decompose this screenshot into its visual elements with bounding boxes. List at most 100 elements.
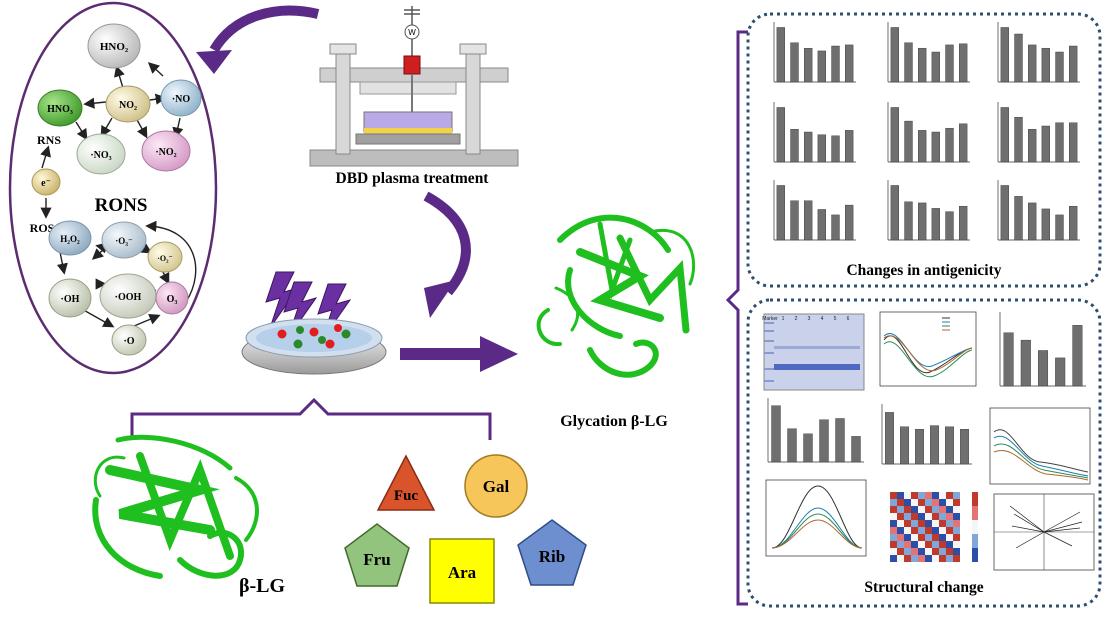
heatmap-cell (911, 520, 918, 527)
antigenicity-bar (1055, 51, 1064, 83)
heatmap-cell (904, 506, 911, 513)
heatmap-cell (897, 548, 904, 555)
heatmap-cell (897, 527, 904, 534)
structural-bar (1020, 339, 1031, 387)
antigenicity-charts (773, 22, 1080, 241)
fluorescence-spectrum (765, 479, 867, 557)
heatmap-cell (953, 527, 960, 534)
structural-bar (787, 428, 797, 463)
antigenicity-bar (945, 44, 954, 83)
species-o2-radical-label: ·O₂⁻ (157, 254, 173, 263)
heatmap-cell (911, 541, 918, 548)
surface-hydrophobicity-chart (767, 398, 864, 463)
structural-bar (1003, 332, 1014, 387)
structural-bar (1037, 350, 1049, 387)
heatmap-cell (904, 513, 911, 520)
beta-lg-protein (92, 434, 259, 579)
antigenicity-bar (890, 107, 899, 163)
heatmap-cell (939, 492, 946, 499)
heatmap-cell (953, 492, 960, 499)
heatmap-cell (953, 555, 960, 562)
structural-bar (945, 426, 954, 465)
colorbar-segment (972, 520, 978, 534)
antigenicity-bar (817, 209, 826, 241)
antigenicity-box (746, 12, 1102, 288)
structural-bar (900, 426, 909, 465)
heatmap-cell (932, 555, 939, 562)
heatmap-cell (897, 520, 904, 527)
heatmap-cell (890, 513, 897, 520)
heatmap-cell (911, 548, 918, 555)
heatmap-cell (904, 541, 911, 548)
heatmap-cell (918, 541, 925, 548)
antigenicity-bar (776, 27, 785, 83)
heatmap-cell (946, 499, 953, 506)
species-o: ·O (111, 324, 147, 356)
svg-text:W: W (408, 28, 416, 37)
heatmap-cell (890, 534, 897, 541)
petri-dish (241, 271, 387, 375)
heatmap-cell (911, 499, 918, 506)
heatmap-cell (904, 492, 911, 499)
structural-box (746, 298, 1102, 608)
heatmap-cell (946, 506, 953, 513)
heatmap-cell (925, 527, 932, 534)
heatmap-cell (932, 548, 939, 555)
colorbar-segment (972, 548, 978, 562)
sds-lane-label: 6 (847, 316, 850, 322)
heatmap-cell (925, 541, 932, 548)
species-hno3-label: HNO₃ (47, 104, 73, 115)
heatmap-cell (932, 520, 939, 527)
structural-bar (885, 412, 894, 465)
antigenicity-bar (959, 123, 968, 163)
heatmap-cell (953, 548, 960, 555)
species-o3-radical: ·O₃⁻ (101, 221, 147, 259)
heatmap-cell (953, 541, 960, 548)
sugar-gal: Gal (464, 454, 528, 518)
species-o2-radical: ·O₂⁻ (147, 241, 183, 273)
species-o3: O₃ (155, 281, 189, 315)
glycation-degree-chart (999, 312, 1086, 387)
correlation-heatmap (890, 492, 978, 562)
heatmap-cell (897, 513, 904, 520)
dbd-label: DBD plasma treatment (336, 170, 490, 187)
antigenicity-bar (959, 43, 968, 83)
heatmap-cell (925, 499, 932, 506)
heatmap-cell (932, 527, 939, 534)
antigenicity-chart (997, 102, 1080, 163)
heatmap-cell (918, 492, 925, 499)
heatmap-cell (918, 534, 925, 541)
heatmap-cell (939, 527, 946, 534)
sugar-rib: Rib (517, 519, 587, 586)
sugar-rib-label: Rib (539, 547, 565, 566)
antigenicity-bar (831, 45, 840, 83)
glycation-protein (536, 214, 696, 378)
heatmap-cell (918, 548, 925, 555)
antigenicity-chart (887, 22, 970, 83)
antigenicity-chart (773, 102, 856, 163)
sds-lane-label: 4 (821, 316, 824, 322)
heatmap-cell (953, 506, 960, 513)
heatmap-cell (953, 499, 960, 506)
antigenicity-bar (1028, 129, 1037, 163)
heatmap-cell (932, 541, 939, 548)
heatmap-cell (946, 548, 953, 555)
antigenicity-bar (1069, 122, 1078, 163)
species-h2o2-label: H₂O₂ (60, 234, 80, 244)
antigenicity-bar (918, 202, 927, 241)
heatmap-cell (904, 548, 911, 555)
antigenicity-bar (1028, 44, 1037, 83)
heatmap-cell (904, 499, 911, 506)
antigenicity-bar (790, 200, 799, 241)
heatmap-cell (953, 520, 960, 527)
antigenicity-bar (790, 129, 799, 163)
heatmap-cell (946, 527, 953, 534)
heatmap-cell (946, 492, 953, 499)
antigenicity-bar (890, 185, 899, 241)
heatmap-cell (904, 520, 911, 527)
heatmap-cell (897, 534, 904, 541)
heatmap-cell (932, 506, 939, 513)
heatmap-cell (911, 513, 918, 520)
antigenicity-bar (1014, 33, 1023, 83)
